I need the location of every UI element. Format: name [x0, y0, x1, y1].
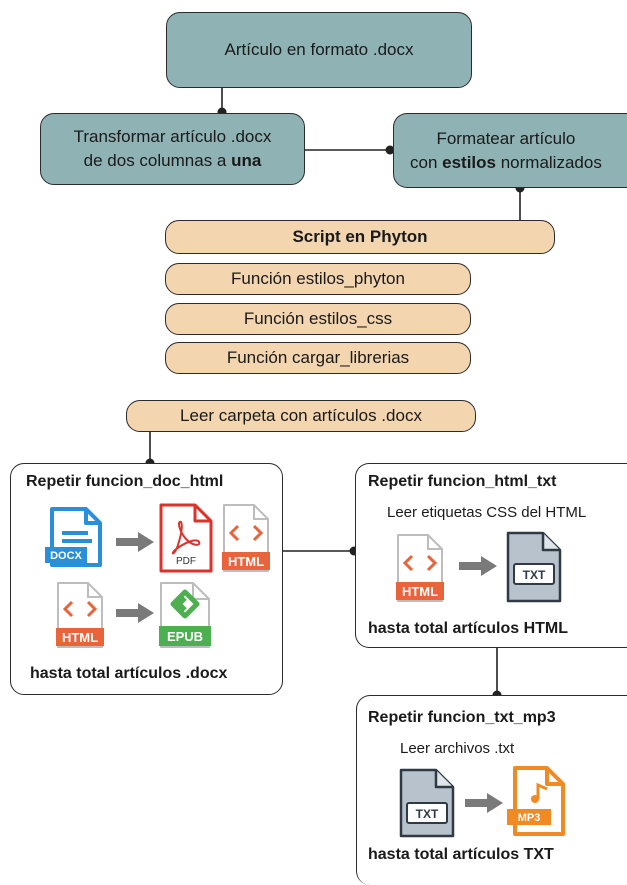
epub-file-icon: EPUB [159, 582, 211, 648]
panel-txt-mp3-title: Repetir funcion_txt_mp3 [368, 709, 556, 726]
arrow-right-icon [459, 556, 497, 576]
transform-line1: Transformar artículo .docx [73, 127, 272, 146]
pdf-file-icon: PDF [159, 503, 213, 573]
transform-line2-bold: una [231, 151, 262, 170]
html-icon-label: HTML [228, 554, 264, 569]
input-docx-label: Artículo en formato .docx [224, 40, 414, 59]
panel-html-txt-footer: hasta total artículos HTML [368, 620, 569, 637]
panel-html-txt-title: Repetir funcion_html_txt [368, 473, 557, 490]
mp3-file-icon: MP3 [507, 766, 565, 836]
html-file-icon: HTML [56, 582, 104, 648]
read-folder-box: Leer carpeta con artículos .docx [126, 400, 476, 432]
txt-file-icon: TXT [399, 768, 455, 838]
panel-html-txt-subtitle: Leer etiquetas CSS del HTML [387, 504, 587, 521]
function-label: Función cargar_librerias [226, 348, 410, 367]
transform-line2: de dos columnas a [83, 151, 232, 170]
arrow-right-icon [116, 603, 154, 623]
format-line2-post: normalizados [496, 152, 602, 172]
format-line2-pre: con [410, 152, 443, 172]
pdf-icon-label: PDF [176, 556, 196, 567]
html-icon-label: HTML [402, 584, 438, 599]
docx-icon-label: DOCX [50, 550, 82, 562]
function-label: Función estilos_css [243, 309, 393, 328]
panel-doc-html-title: Repetir funcion_doc_html [26, 473, 224, 490]
mp3-icon-label: MP3 [518, 812, 541, 824]
transform-columns-box: Transformar artículo .docx de dos column… [40, 113, 305, 185]
html-icon-label: HTML [62, 630, 98, 645]
function-label: Función estilos_phyton [231, 269, 405, 288]
script-python-box: Script en Phyton [165, 220, 555, 254]
panel-doc-html-footer: hasta total artículos .docx [30, 665, 228, 682]
script-python-label: Script en Phyton [292, 227, 428, 246]
panel-txt-mp3-subtitle: Leer archivos .txt [400, 740, 515, 757]
format-line2-bold: estilos [442, 152, 496, 172]
read-folder-label: Leer carpeta con artículos .docx [180, 406, 422, 425]
epub-icon-label: EPUB [167, 629, 203, 644]
format-styles-box: Formatear artículo con estilos normaliza… [393, 113, 627, 188]
function-box: Función cargar_librerias [165, 342, 471, 374]
arrow-right-icon [116, 532, 154, 552]
panel-doc-html [10, 463, 283, 695]
function-box: Función estilos_phyton [165, 263, 471, 295]
html-file-icon: HTML [396, 534, 444, 602]
format-line1: Formatear artículo [436, 128, 576, 148]
txt-icon-label: TXT [416, 807, 439, 821]
connector-dot [385, 145, 395, 155]
html-file-icon: HTML [222, 504, 270, 572]
panel-txt-mp3-footer: hasta total artículos TXT [368, 846, 554, 863]
arrow-right-icon [465, 793, 503, 813]
function-box: Función estilos_css [165, 303, 471, 335]
docx-file-icon: DOCX [45, 507, 102, 567]
input-docx-box: Artículo en formato .docx [166, 12, 472, 88]
txt-icon-label: TXT [523, 568, 546, 582]
txt-file-icon: TXT [506, 531, 562, 603]
